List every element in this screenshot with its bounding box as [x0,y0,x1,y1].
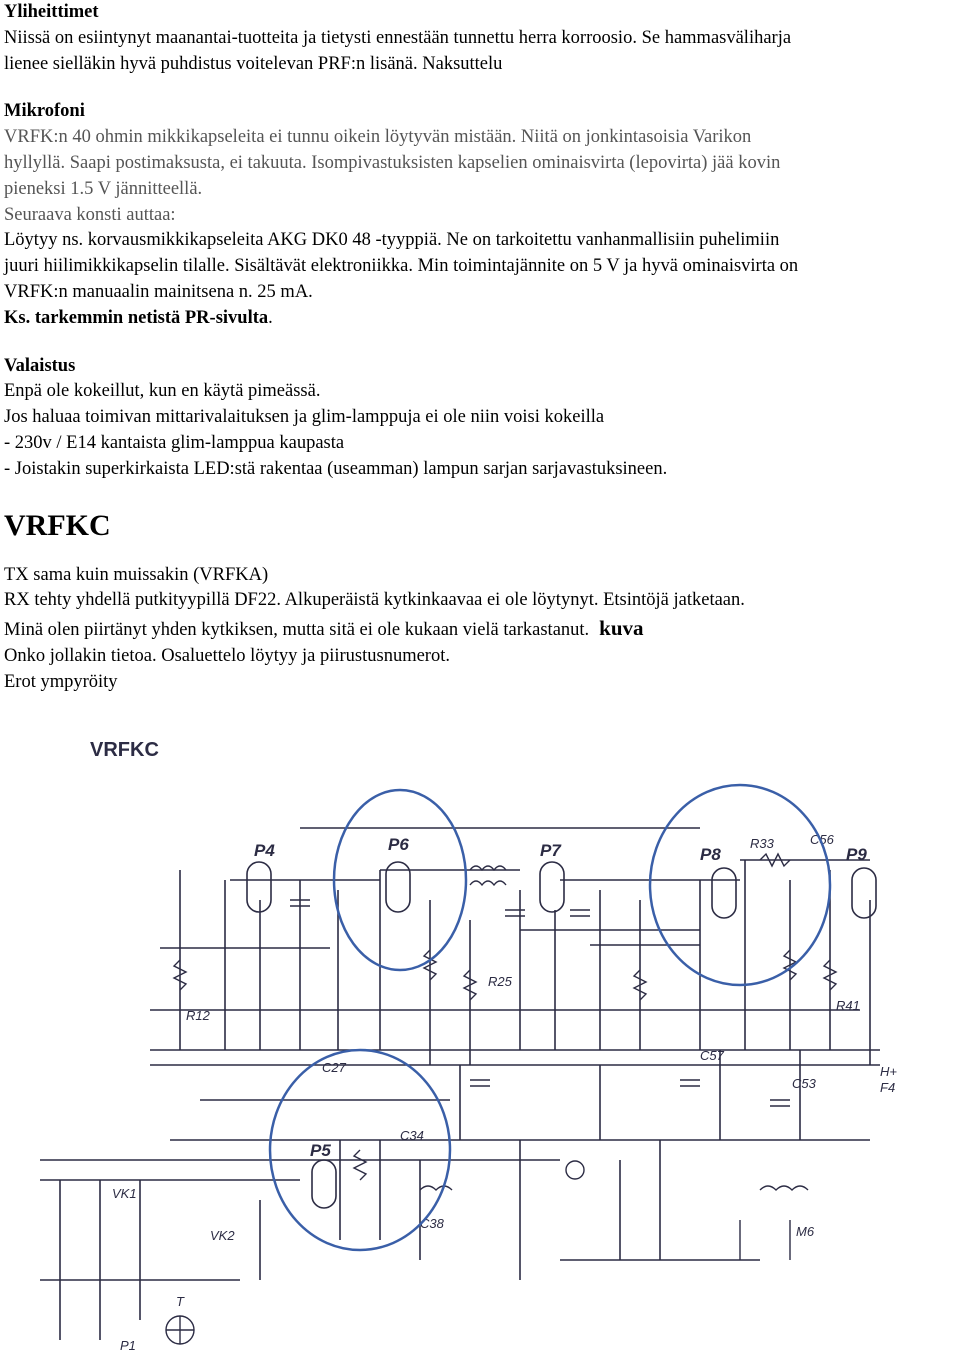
mikrofoni-gray-line-4: Seuraava konsti auttaa: [4,204,176,225]
vrfkc-line-1: TX sama kuin muissakin (VRFKA) [4,564,269,585]
svg-text:C53: C53 [792,1076,817,1091]
svg-text:P7: P7 [540,841,562,860]
mikrofoni-line-2: juuri hiilimikkikapselin tilalle. Sisält… [4,256,799,277]
svg-text:C27: C27 [322,1060,347,1075]
spacer [4,483,956,509]
valaistus-line-2: Jos haluaa toimivan mittarivalaituksen j… [4,407,605,428]
schematic-title: VRFKC [90,739,159,761]
yliheittimet-line-2: lienee sielläkin hyvä puhdistus voitelev… [4,53,503,74]
vrfkc-line-4: Erot ympyröity [4,671,118,692]
svg-text:P1: P1 [120,1338,136,1353]
spacer [4,332,956,354]
svg-text:C57: C57 [700,1048,725,1063]
svg-text:R25: R25 [488,974,513,989]
mikrofoni-line-3: VRFK:n manuaalin mainitsena n. 25 mA. [4,281,313,302]
kuva-link[interactable]: kuva [599,616,644,641]
schematic-labels: P4 P6 P7 P8 P9 P5 R33 C56 R25 R12 C57 C2… [112,832,897,1353]
valaistus-line-4: - Joistakin superkirkaista LED:stä raken… [4,458,668,479]
spacer [4,543,956,563]
schematic-wiring [40,827,880,1340]
svg-text:P6: P6 [388,835,409,854]
svg-text:T: T [176,1294,185,1309]
document-page: Yliheittimet Niissä on esiintynyt maanan… [4,0,956,696]
spacer [4,77,956,99]
heading-mikrofoni: Mikrofoni [4,101,85,122]
svg-text:R33: R33 [750,836,775,851]
svg-text:C38: C38 [420,1216,445,1231]
svg-text:C56: C56 [810,832,835,847]
svg-text:M6: M6 [796,1224,815,1239]
heading-yliheittimet: Yliheittimet [4,2,99,22]
schematic-components [165,852,838,1345]
mikrofoni-line-1: Löytyy ns. korvausmikkikapseleita AKG DK… [4,230,780,251]
svg-text:F4: F4 [880,1080,895,1095]
vrfkc-drawn-line: Minä olen piirtänyt yhden kytkiksen, mut… [4,616,956,644]
pr-sivulta-link-text[interactable]: Ks. tarkemmin netistä PR-sivulta [4,307,269,328]
svg-text:R12: R12 [186,1008,211,1023]
mikrofoni-gray-line-1: VRFK:n 40 ohmin mikkikapseleita ei tunnu… [4,127,752,148]
svg-text:P4: P4 [254,841,275,860]
vrfkc-line-2: RX tehty yhdellä putkityypillä DF22. Alk… [4,590,745,611]
heading-vrfkc: VRFKC [4,508,111,542]
svg-text:R41: R41 [836,998,860,1013]
drawn-text: Minä olen piirtänyt yhden kytkiksen, mut… [4,620,590,641]
period: . [268,307,273,328]
valaistus-line-3: - 230v / E14 kantaista glim-lamppua kaup… [4,432,345,453]
vrfkc-line-3: Onko jollakin tietoa. Osaluettelo löytyy… [4,645,450,666]
mikrofoni-bold-line: Ks. tarkemmin netistä PR-sivulta. [4,306,956,332]
vrfkc-schematic-image: VRFKC [40,739,897,1353]
svg-text:VK1: VK1 [112,1186,137,1201]
valaistus-line-1: Enpä ole kokeillut, kun en käytä pimeäss… [4,381,321,402]
svg-text:VK2: VK2 [210,1228,235,1243]
svg-text:C34: C34 [400,1128,424,1143]
heading-valaistus: Valaistus [4,355,76,376]
schematic-tubes [246,861,877,1209]
mikrofoni-gray-line-3: pieneksi 1.5 V jännitteellä. [4,178,203,199]
svg-text:P9: P9 [846,845,867,864]
svg-text:P8: P8 [700,845,721,864]
svg-text:H+: H+ [880,1064,897,1079]
svg-text:P5: P5 [310,1141,331,1160]
difference-highlight-circles [268,783,832,1252]
yliheittimet-line-1: Niissä on esiintynyt maanantai-tuotteita… [4,27,792,48]
mikrofoni-gray-line-2: hyllyllä. Saapi postimaksusta, ei takuut… [4,152,781,173]
